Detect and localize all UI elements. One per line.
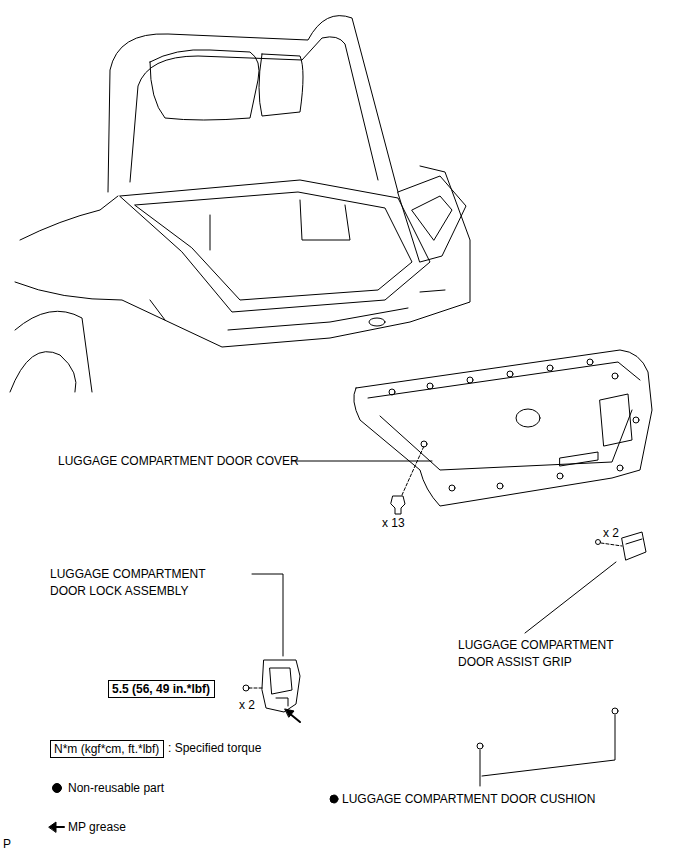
cushion [477, 743, 483, 749]
clip [391, 496, 405, 514]
bolt-line [249, 688, 262, 689]
body-line [20, 196, 118, 240]
clip-hole [389, 389, 395, 395]
screw-line [601, 543, 622, 546]
clip-hole [507, 371, 513, 377]
legend-arrow-head [49, 822, 56, 832]
torque-box: N*m (kgf*cm, ft.*lbf) [50, 740, 164, 758]
cover-hole [516, 409, 540, 427]
clip-line [402, 446, 424, 495]
assist-grip-detail [626, 539, 642, 544]
leader-line [252, 574, 283, 656]
non-reusable-mark [330, 795, 338, 803]
quantity: x 13 [382, 515, 405, 532]
legend-text: Non-reusable part [68, 780, 164, 797]
leader-line [480, 750, 481, 786]
door-cover-edge [368, 362, 640, 398]
wheel [10, 352, 76, 392]
bumper [15, 166, 470, 347]
wheel-arch [15, 311, 92, 392]
leader-line [482, 715, 615, 776]
reflector [150, 290, 445, 320]
door-cover [354, 350, 652, 506]
trunk-lid-inner [130, 37, 378, 182]
arrow-head [285, 709, 294, 717]
figure-code: P [3, 836, 11, 853]
cushion [612, 708, 618, 714]
clip-hole [421, 441, 427, 447]
door-lock-detail [270, 668, 292, 706]
leader-line [525, 562, 616, 633]
trunk-lid [108, 16, 398, 192]
cover-slot [560, 452, 598, 466]
legend-dot [53, 784, 62, 793]
tail-light [412, 196, 452, 240]
torque-value: 5.5 (56, 49 in.*lbf) [112, 682, 210, 696]
clip-hole [557, 473, 563, 479]
clip-hole [467, 377, 473, 383]
trunk-floor [135, 192, 412, 300]
lid-panel [150, 50, 259, 120]
assist-grip [622, 532, 646, 560]
quantity: x 2 [603, 525, 619, 542]
part-name: LUGGAGE COMPARTMENT DOOR COVER [58, 453, 299, 470]
clip-hole [587, 359, 593, 365]
part-name: LUGGAGE COMPARTMENT DOOR CUSHION [342, 791, 595, 808]
legend-text: MP grease [68, 819, 126, 836]
door-lock [262, 660, 300, 712]
trunk-opening [120, 180, 430, 312]
part-name: LUGGAGE COMPARTMENT DOOR ASSIST GRIP [458, 637, 638, 671]
clip-hole [617, 465, 623, 471]
quantity: x 2 [239, 697, 255, 714]
trunk-inner [210, 200, 350, 250]
clip-hole [427, 383, 433, 389]
clip-hole [497, 483, 503, 489]
exhaust [369, 318, 385, 326]
torque-box: 5.5 (56, 49 in.*lbf) [108, 680, 215, 698]
tail-light [398, 176, 466, 262]
screw [596, 540, 601, 545]
clip-hole [547, 365, 553, 371]
clip-hole [449, 485, 455, 491]
lid-panel [259, 54, 303, 116]
clip-hole [633, 417, 639, 423]
clip-hole [612, 373, 618, 379]
part-name: LUGGAGE COMPARTMENT DOOR LOCK ASSEMBLY [50, 566, 225, 600]
cover-recess [600, 394, 632, 446]
torque-value: N*m (kgf*cm, ft.*lbf) [54, 742, 159, 756]
leader-line [292, 461, 432, 462]
bolt [243, 685, 249, 691]
bumper-line [228, 308, 408, 330]
legend-text: : Specified torque [168, 740, 261, 757]
